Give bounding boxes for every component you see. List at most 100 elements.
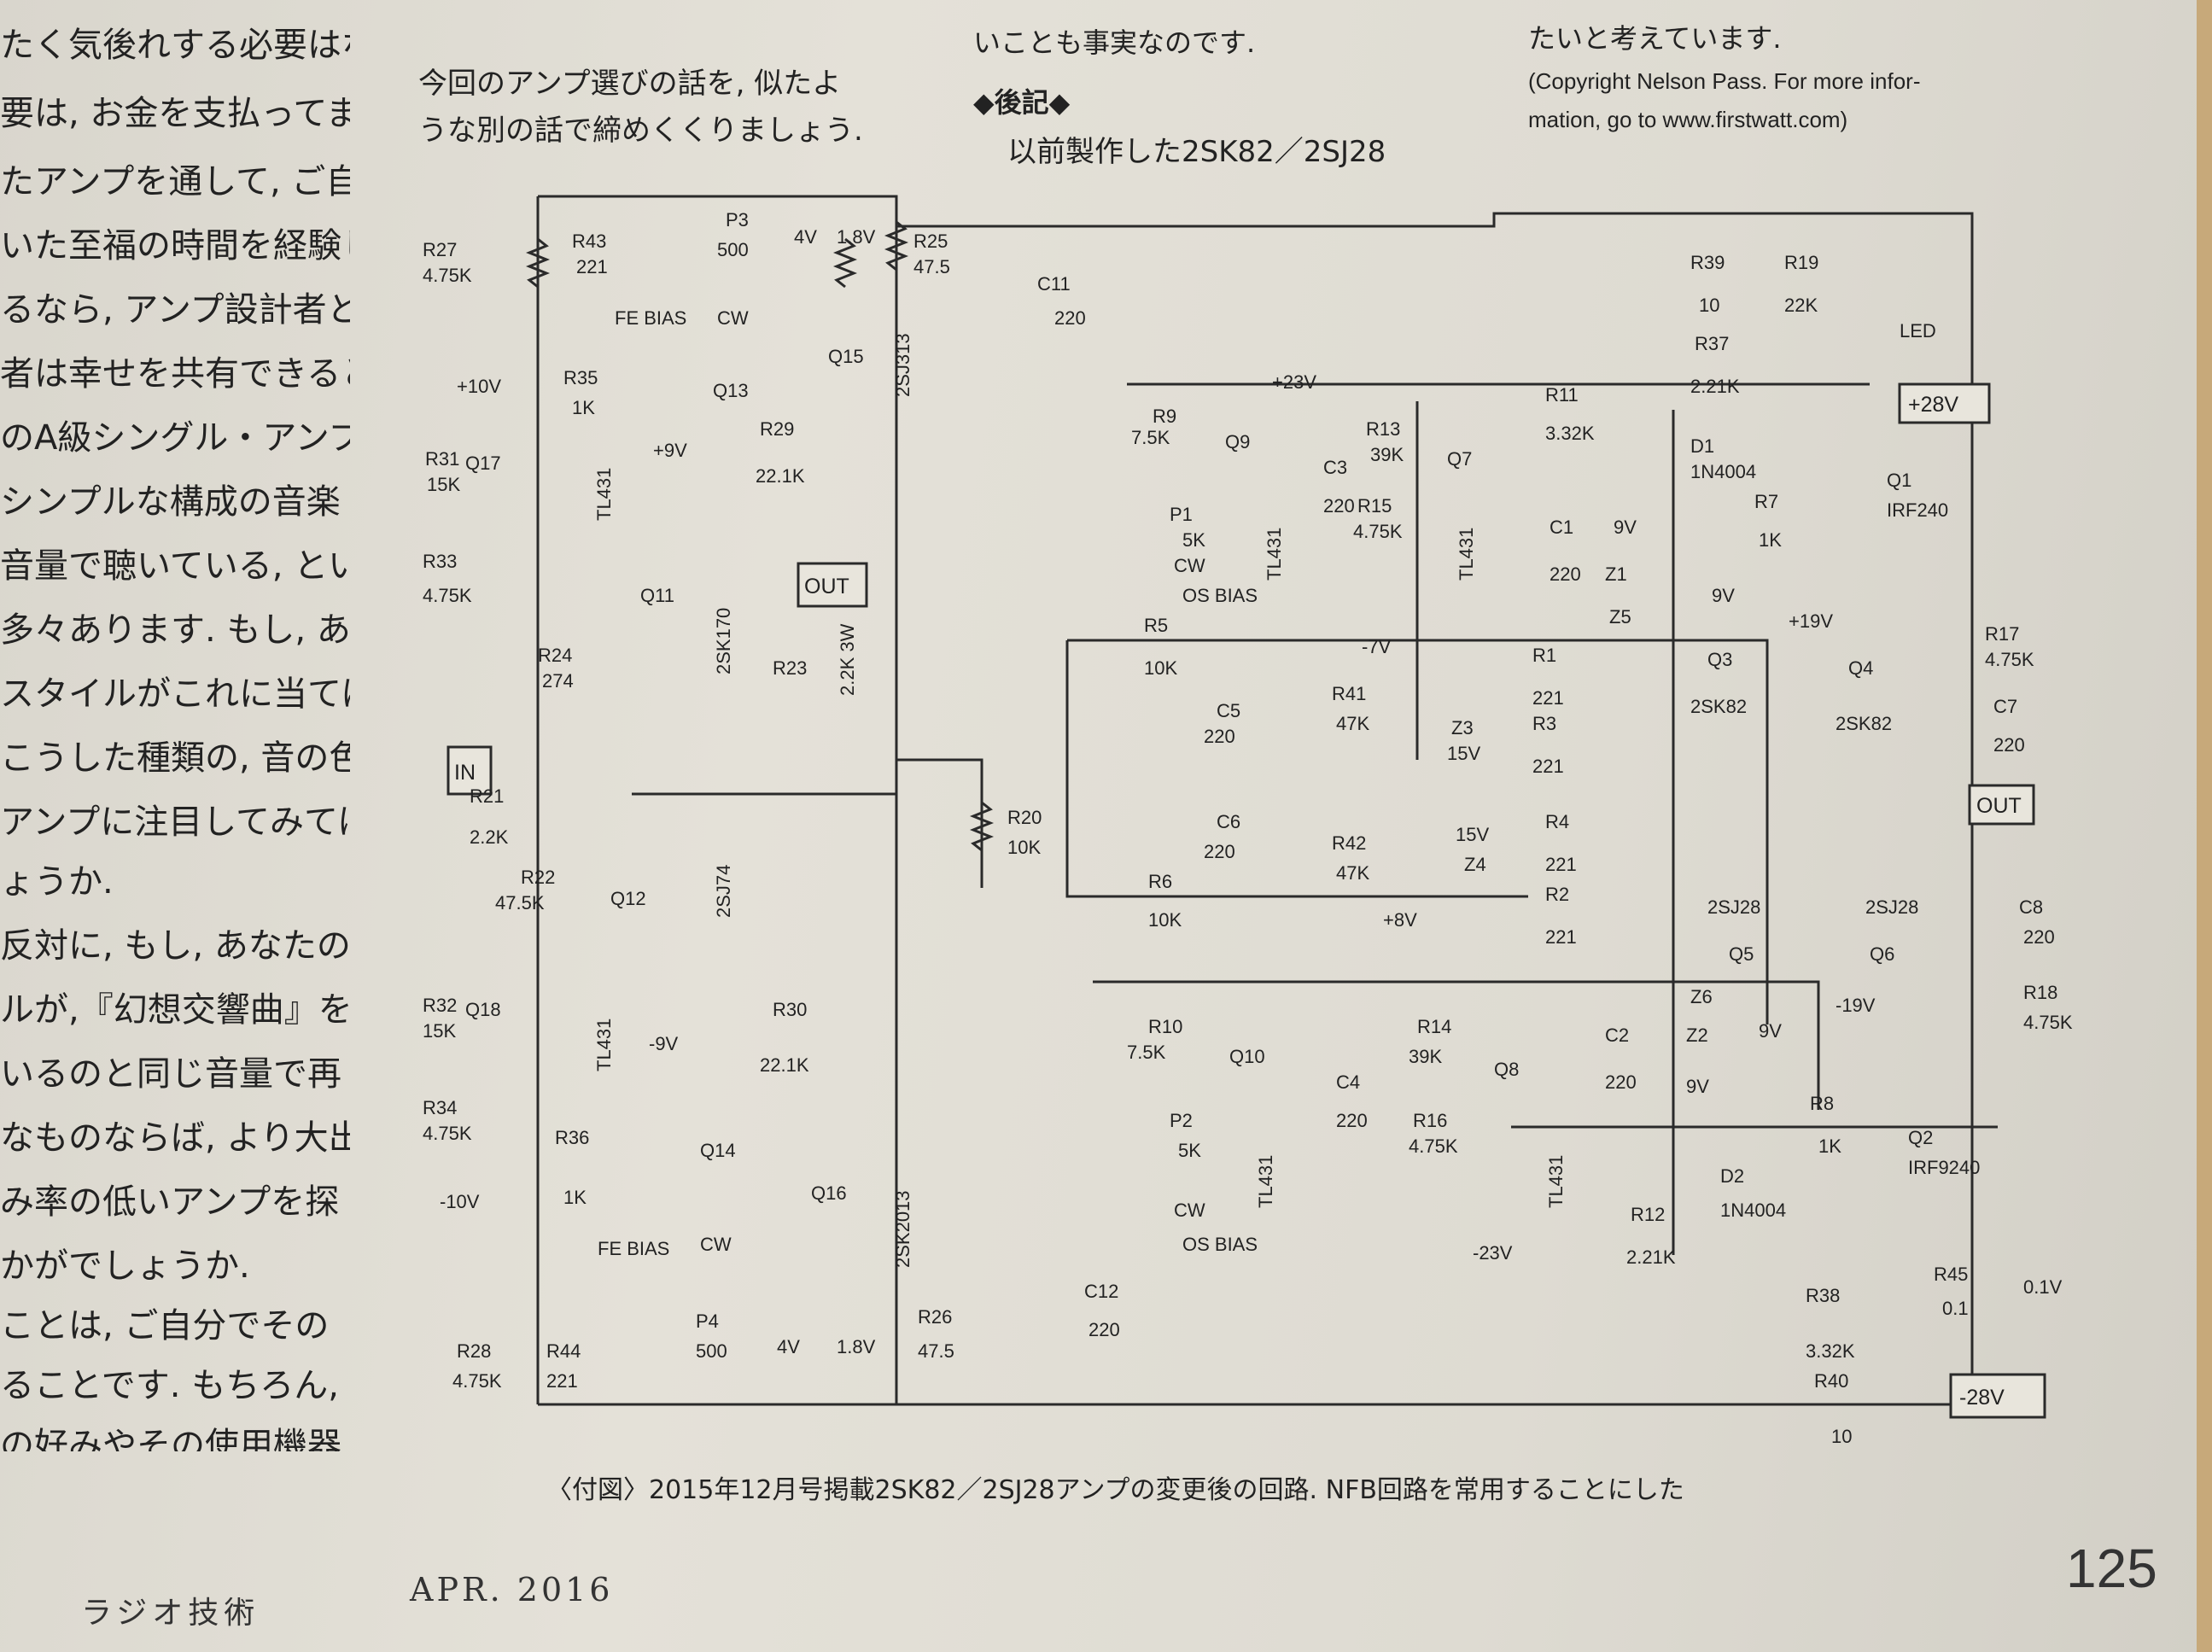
component-label: P4	[696, 1311, 719, 1332]
wire	[896, 212, 1974, 1406]
component-label: TL431	[1264, 528, 1285, 581]
component-label: R39	[1690, 252, 1725, 273]
component-label: 4.75K	[1985, 649, 2034, 670]
component-label: -9V	[649, 1033, 679, 1054]
component-label: P3	[726, 209, 749, 231]
component-label: 2.2K	[470, 826, 509, 848]
component-label: +8V	[1383, 909, 1417, 931]
component-label: 1N4004	[1720, 1200, 1786, 1221]
minus28v-terminal-box	[1949, 1373, 2046, 1419]
component-label: D1	[1690, 435, 1714, 457]
component-label: 2.2K 3W	[837, 623, 858, 696]
text-line: 者は幸せを共有できるとい	[0, 354, 350, 394]
component-label: R8	[1810, 1093, 1834, 1114]
component-label: Q15	[828, 346, 864, 367]
component-label: 2SJ74	[713, 865, 734, 918]
left-text-column: たく気後れする必要はない 要は, お金を支払ってまで たアンプを通して, ご自分…	[0, 0, 350, 1451]
component-label: 1N4004	[1690, 461, 1756, 482]
component-label: 2.21K	[1690, 376, 1740, 397]
component-label: 221	[1545, 854, 1577, 875]
component-label: R45	[1934, 1264, 1968, 1285]
component-label: 15V	[1456, 824, 1489, 845]
component-label: R33	[423, 551, 457, 572]
component-label: 9V	[1614, 517, 1637, 538]
component-label: 220	[1323, 495, 1355, 517]
component-label: OS BIAS	[1182, 1234, 1258, 1255]
component-label: 274	[542, 670, 574, 692]
text-line: シンプルな構成の音楽	[0, 482, 341, 522]
component-label: Q14	[700, 1140, 736, 1161]
component-label: 4.75K	[452, 1370, 502, 1392]
component-label: Q9	[1225, 431, 1250, 452]
schematic-wires	[536, 195, 1998, 1406]
component-label: 2SJ28	[1707, 896, 1760, 918]
component-label: C5	[1217, 700, 1240, 721]
text-line: たく気後れする必要はない	[0, 26, 350, 65]
mid-text-line: うな別の話で締めくくりましょう.	[418, 114, 863, 148]
component-label: 2SK82	[1836, 713, 1892, 734]
component-label: R23	[773, 657, 807, 679]
component-label: 2.21K	[1626, 1246, 1676, 1268]
component-label: 220	[2023, 926, 2055, 948]
component-label: Q13	[713, 380, 749, 401]
component-label: C8	[2019, 896, 2043, 918]
component-label: 221	[576, 256, 608, 277]
afterword-heading: ◆後記◆	[973, 86, 1071, 119]
component-label: 4V	[794, 226, 817, 248]
text-line: み率の低いアンプを探	[0, 1182, 340, 1222]
component-label: R6	[1148, 871, 1172, 892]
component-label: 10K	[1144, 657, 1177, 679]
component-label: 220	[1336, 1110, 1368, 1131]
component-label: TL431	[1255, 1155, 1276, 1208]
component-label: 5K	[1182, 529, 1205, 551]
component-label: R38	[1806, 1285, 1840, 1306]
out-terminal-right: OUT	[1976, 794, 2022, 818]
text-line: ことは, ご自分でその	[0, 1306, 330, 1346]
component-label: -10V	[440, 1191, 480, 1212]
component-label: C4	[1336, 1071, 1360, 1093]
text-line: たアンプを通して, ご自分	[0, 162, 350, 201]
component-label: C1	[1550, 517, 1573, 538]
component-label: 7.5K	[1127, 1042, 1166, 1063]
page-number: 125	[2066, 1538, 2157, 1599]
component-label: R10	[1148, 1016, 1182, 1037]
component-label: Q7	[1447, 448, 1472, 470]
component-label: R7	[1754, 491, 1778, 512]
component-label: TL431	[1456, 528, 1477, 581]
component-label: 1K	[1759, 529, 1782, 551]
component-label: 221	[1545, 926, 1577, 948]
text-line: るなら, アンプ設計者とア	[0, 290, 350, 330]
component-label: R21	[470, 785, 504, 807]
component-label: R4	[1545, 811, 1569, 832]
component-label: +19V	[1789, 610, 1833, 632]
component-label: 47.5	[918, 1340, 954, 1362]
component-label: FE BIAS	[615, 307, 686, 329]
component-label: Q16	[811, 1182, 847, 1204]
component-label: OS BIAS	[1182, 585, 1258, 606]
text-line: 音量で聴いている, とい	[0, 546, 350, 586]
component-label: 4.75K	[2023, 1012, 2073, 1033]
text-line: かがでしょうか.	[0, 1246, 250, 1286]
component-label: -19V	[1836, 995, 1876, 1016]
component-label: 220	[1204, 726, 1235, 747]
component-label: R12	[1631, 1204, 1665, 1225]
component-label: 220	[1204, 841, 1235, 862]
page-edge	[2197, 0, 2212, 1652]
component-label: -23V	[1473, 1242, 1513, 1264]
component-label: 4.75K	[423, 265, 472, 286]
component-label: 1K	[1818, 1135, 1841, 1157]
out-terminal-right-box	[1968, 784, 2035, 826]
component-label: 9V	[1759, 1020, 1782, 1042]
component-label: P1	[1170, 504, 1193, 525]
component-label: R34	[423, 1097, 457, 1118]
component-label: 4.75K	[1409, 1135, 1458, 1157]
component-label: 0.1	[1942, 1298, 1969, 1319]
component-label: R1	[1532, 645, 1556, 666]
component-label: R30	[773, 999, 807, 1020]
magazine-name: ラジオ技術	[81, 1596, 260, 1631]
component-label: 39K	[1409, 1046, 1442, 1067]
component-label: 221	[1532, 756, 1564, 777]
component-label: Q2	[1908, 1127, 1933, 1148]
text-line: ルが,『幻想交響曲』を指	[0, 990, 350, 1030]
